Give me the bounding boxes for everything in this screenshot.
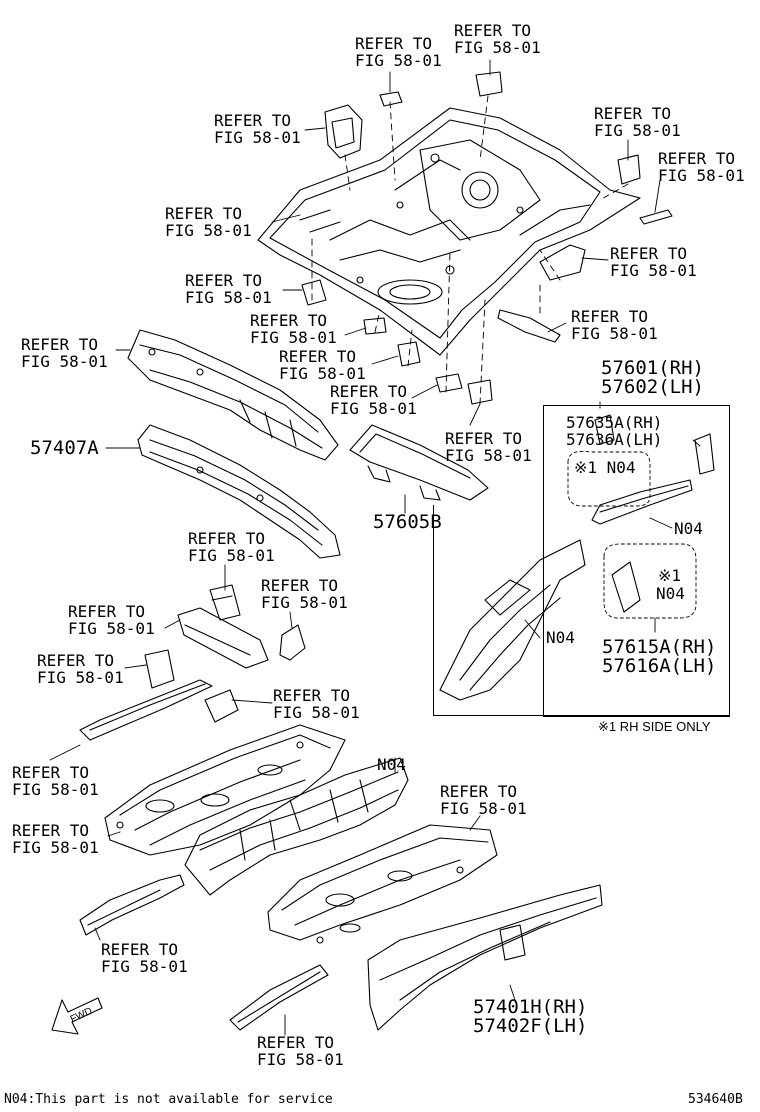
n04-label-inset-3: N04 [546,628,575,647]
rh-mark-n04-callout: ※1 N04 [574,458,636,477]
front-floor-pan-lh [104,724,346,856]
part-number-57635A-57636A: 57635A(RH)57636A(LH) [566,413,663,449]
crossmember-57605B [349,424,489,501]
part-number-57615A-57616A: 57615A(RH)57616A(LH) [602,636,717,677]
rear-floor-brackets [301,71,673,405]
member-57407A [137,424,341,559]
guide-lines [311,95,629,405]
n04-label-inset-2: N04 [656,584,685,603]
inset-frame-inner [433,505,729,716]
part-number-57401H-57402F: 57401H(RH)57402F(LH) [473,996,588,1037]
leader-lines [49,59,701,1036]
rear-floor-pan [257,107,641,356]
part-number-57605B: 57605B [373,511,442,533]
center-tunnel-n04 [184,757,409,896]
inset-callouts [567,450,697,619]
inset-group [439,414,715,701]
part-number-57601-57602: 57601(RH)57602(LH) [601,357,704,398]
center-brackets [79,584,306,741]
part-number-57407A: 57407A [30,437,99,459]
rh-mark-callout: ※1 [658,566,682,585]
diagram-id: 534640B [688,1092,743,1107]
n04-label-tunnel: N04 [377,755,406,774]
front-floor-pan-rh [267,824,498,944]
fwd-arrow-icon [51,997,103,1035]
rh-side-only-note: ※1 RH SIDE ONLY [598,719,711,734]
inset-frame-outer [543,405,730,717]
sill-members [79,874,603,1031]
rear-side-member-upper [127,329,339,461]
n04-service-note: N04:This part is not available for servi… [4,1092,333,1107]
n04-label-inset-1: N04 [674,519,703,538]
